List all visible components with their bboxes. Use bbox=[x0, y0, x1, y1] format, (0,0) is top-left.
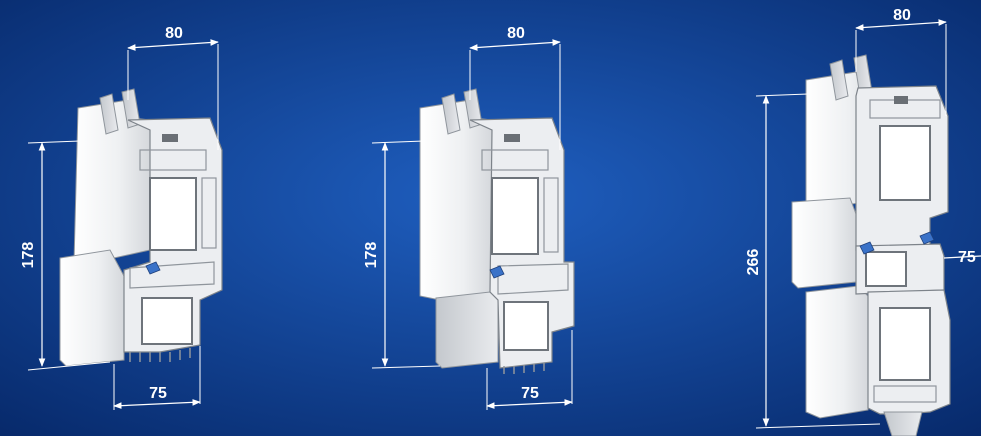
glazing-bead bbox=[99, 93, 119, 135]
profile-3-dimensions: 80 266 75 bbox=[745, 7, 981, 429]
gasket bbox=[145, 261, 161, 275]
frame-face bbox=[59, 249, 125, 367]
glazing-bead bbox=[441, 93, 461, 135]
reinforcement-chamber bbox=[141, 297, 193, 345]
dimension-line bbox=[113, 398, 201, 410]
seal bbox=[162, 134, 178, 142]
chamber bbox=[201, 177, 217, 249]
dimension-side-width: 75 bbox=[958, 249, 976, 266]
mullion-face bbox=[791, 197, 857, 289]
reinforcement-chamber bbox=[491, 177, 539, 255]
dimension-line bbox=[943, 255, 981, 259]
reinforcement-chamber bbox=[149, 177, 197, 251]
frame-face bbox=[435, 291, 499, 369]
chamber bbox=[139, 149, 207, 171]
glazing-bead bbox=[829, 59, 849, 101]
profile-2 bbox=[419, 88, 575, 374]
profile-1-dimensions: 80 178 75 bbox=[20, 25, 219, 410]
seal-fins bbox=[503, 363, 545, 374]
dimension-height: 178 bbox=[20, 242, 37, 269]
chamber bbox=[873, 385, 937, 403]
dimension-height: 266 bbox=[745, 249, 762, 276]
seal-fins bbox=[129, 348, 191, 362]
dimension-line bbox=[469, 39, 561, 51]
profile-2-dimensions: 80 178 75 bbox=[363, 25, 573, 410]
gasket bbox=[859, 241, 875, 255]
seal bbox=[894, 96, 908, 104]
glazing-bead bbox=[883, 411, 923, 436]
dimension-line bbox=[127, 39, 219, 51]
gasket bbox=[919, 231, 935, 245]
dimension-line bbox=[486, 398, 573, 410]
dimension-top-width: 80 bbox=[893, 7, 911, 24]
dimension-bottom-width: 75 bbox=[149, 385, 167, 402]
reinforcement-chamber bbox=[865, 251, 907, 287]
reinforcement-chamber bbox=[879, 307, 931, 381]
profile-3 bbox=[791, 54, 951, 436]
seal bbox=[504, 134, 520, 142]
dimension-top-width: 80 bbox=[165, 25, 183, 42]
reinforcement-chamber bbox=[879, 125, 931, 201]
dimension-line bbox=[855, 19, 947, 31]
dimension-bottom-width: 75 bbox=[521, 385, 539, 402]
dimension-top-width: 80 bbox=[507, 25, 525, 42]
reinforcement-chamber bbox=[503, 301, 549, 351]
profile-1 bbox=[59, 88, 223, 367]
gasket bbox=[489, 265, 505, 279]
chamber bbox=[497, 263, 569, 295]
chamber bbox=[129, 261, 215, 289]
chamber bbox=[481, 149, 549, 171]
sash-face bbox=[805, 285, 869, 419]
dimension-height: 178 bbox=[363, 242, 380, 269]
chamber bbox=[543, 177, 559, 253]
